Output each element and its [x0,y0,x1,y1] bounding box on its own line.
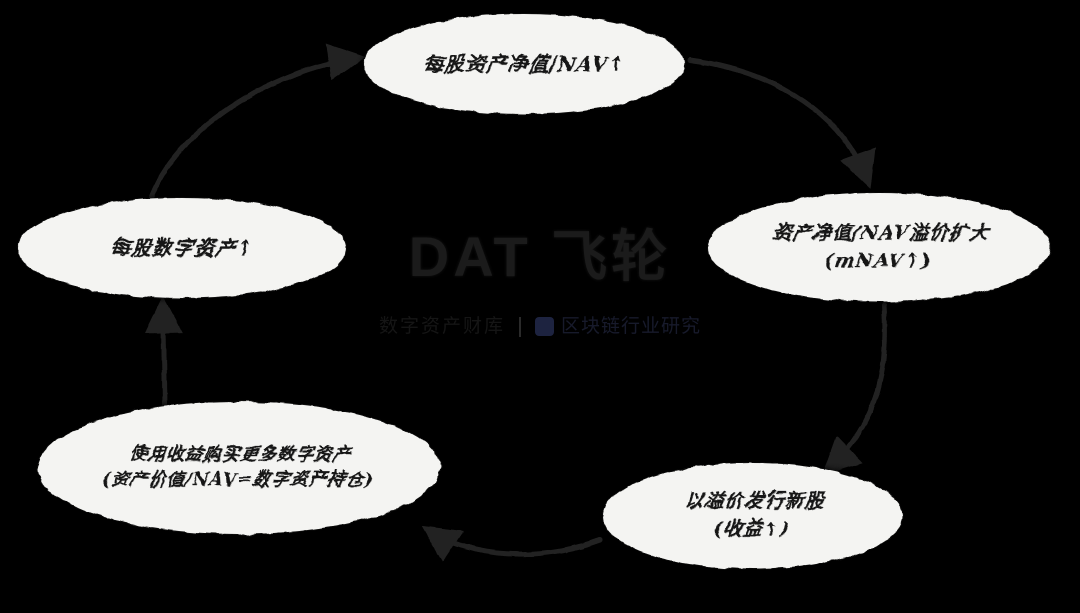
watermark-subtitle: 数字资产财库 区块链行业研究 [0,316,1080,338]
node-nav-per-share-label: 每股资产净值/NAV↑ [421,51,627,76]
edge-mnav-to-issue [822,302,888,476]
node-dat-per-share-label: 每股数字资产↑ [108,235,256,260]
watermark-subtitle-left: 数字资产财库 [378,316,505,338]
watermark-brand-label: 区块链行业研究 [561,316,702,338]
edge-nav-to-mnav [687,57,876,190]
node-mnav-premium-label: 资产净值/NAV溢价扩大 (mNAV↑) [771,221,990,272]
node-buy-more-label: 使用收益购买更多数字资产 (资产价值/NAV=数字资产持仓) [100,444,375,490]
watermark-divider [519,316,521,337]
edge-issue-to-buy [421,525,603,563]
node-issue-premium: 以溢价发行新股 (收益↑) [603,463,903,569]
node-issue-premium-label: 以溢价发行新股 (收益↑) [683,490,826,540]
node-mnav-premium: 资产净值/NAV溢价扩大 (mNAV↑) [708,193,1050,302]
edge-dat-to-nav [147,43,366,203]
node-nav-per-share: 每股资产净值/NAV↑ [364,14,684,114]
node-dat-per-share: 每股数字资产↑ [18,198,346,298]
edge-buy-to-dat [144,295,183,407]
node-buy-more: 使用收益购买更多数字资产 (资产价值/NAV=数字资产持仓) [38,402,440,534]
square-logo-icon [535,317,554,337]
watermark-subtitle-right: 区块链行业研究 [535,316,702,338]
